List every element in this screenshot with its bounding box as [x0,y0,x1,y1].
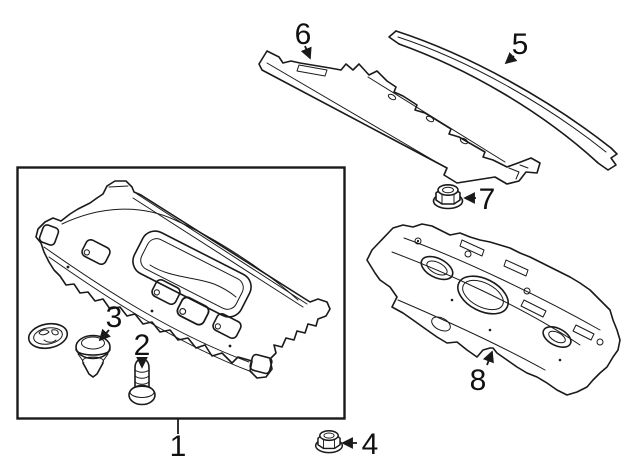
tray-far-edge-line [136,193,308,305]
insulator-hole [596,338,604,346]
tray-pin-hole [228,344,232,348]
grommet-detail [38,329,50,336]
screw-threads [134,369,150,385]
shade-panel-outline [258,50,541,185]
insulator-hole [523,287,531,295]
insulator-dot [416,239,420,243]
callout-6-arrow [300,45,312,60]
grommet-inner [33,327,63,345]
shade-panel-hole [459,137,469,145]
insulator-rib [520,299,547,318]
clip-flange [75,348,111,356]
trim-strip-bottom-curve [398,43,598,163]
detail-box-frame [16,166,346,420]
tray-far-edge-line2 [132,197,304,308]
callout-label-8[interactable]: 8 [470,364,487,397]
shade-panel-hole [425,115,435,123]
insulator-right-ring-inner [548,330,566,344]
callout-8-arrow [482,350,494,366]
shade-panel-bracket-lines [508,164,529,180]
insulator-dot [450,298,454,302]
tray-left-bracket-hole [38,224,60,246]
part-package-tray-panel[interactable] [35,180,331,379]
insulator-dot [488,328,492,332]
part-shade-panel[interactable] [258,50,541,185]
part-flange-nut-7[interactable] [432,184,464,210]
insulator-contour [397,299,546,371]
callout-label-3[interactable]: 3 [106,301,123,334]
clip-cap-top [81,336,105,350]
shade-panel-spine-line [367,76,506,163]
tray-surface-line [61,208,299,301]
trim-strip-inner-curve [397,36,607,153]
insulator-dot [558,358,562,362]
tray-center-slot [132,230,252,318]
insulator-center-opening-inner [462,279,504,311]
shade-panel-recess [296,64,328,77]
trim-strip-left-tip [388,30,400,45]
callout-label-6[interactable]: 6 [295,18,312,51]
callout-5-arrow [504,52,518,65]
callout-label-2[interactable]: 2 [134,329,151,362]
clip-skirt [77,353,109,362]
callout-label-5[interactable]: 5 [512,28,529,61]
tray-corner-block [249,353,273,375]
insulator-center-opening [457,275,509,315]
insulator-speaker-ring [420,255,454,281]
insulator-hole [414,237,422,245]
tray-fold-line [48,256,253,373]
insulator-contour [391,251,581,346]
part-insulator-pad[interactable] [366,223,621,396]
tray-outline [35,180,331,379]
tray-pin-hole [66,265,70,269]
tray-slot-recess-line [149,264,237,298]
insulator-speaker-ring-inner [426,260,448,276]
tray-pin-hole [150,309,154,313]
grommet-detail [43,339,57,343]
callout-label-1[interactable]: 1 [170,430,187,463]
insulator-rib [572,324,595,341]
tray-tab-line [108,185,129,188]
screw-head-top [129,386,155,398]
tray-center-slot-inner [140,238,244,310]
callout-3-arrow [98,328,112,342]
insulator-hole [464,250,472,258]
insulator-right-ring [542,326,572,348]
trim-strip-top-curve [395,30,612,149]
insulator-small-ring [431,316,451,332]
insulator-rib [503,259,529,277]
part-push-screw[interactable] [128,358,156,406]
screw-head [128,384,156,406]
insulator-contour [403,237,601,331]
oval-grommet[interactable] [27,321,70,351]
clip-cone [82,362,104,378]
shade-panel-hole [387,93,397,101]
callout-label-4[interactable]: 4 [362,428,379,461]
part-flange-nut-4[interactable] [314,430,344,454]
insulator-rib [459,239,485,257]
callout-label-7[interactable]: 7 [479,183,496,216]
grommet-outer [27,322,69,350]
tray-fold-line2 [43,246,250,363]
part-retainer-clip[interactable] [75,334,111,378]
trim-strip-right-foot [596,147,618,171]
shade-panel-edge-line [266,62,444,167]
part-curved-trim-strip[interactable] [388,30,618,171]
grommet-detail [51,329,59,336]
